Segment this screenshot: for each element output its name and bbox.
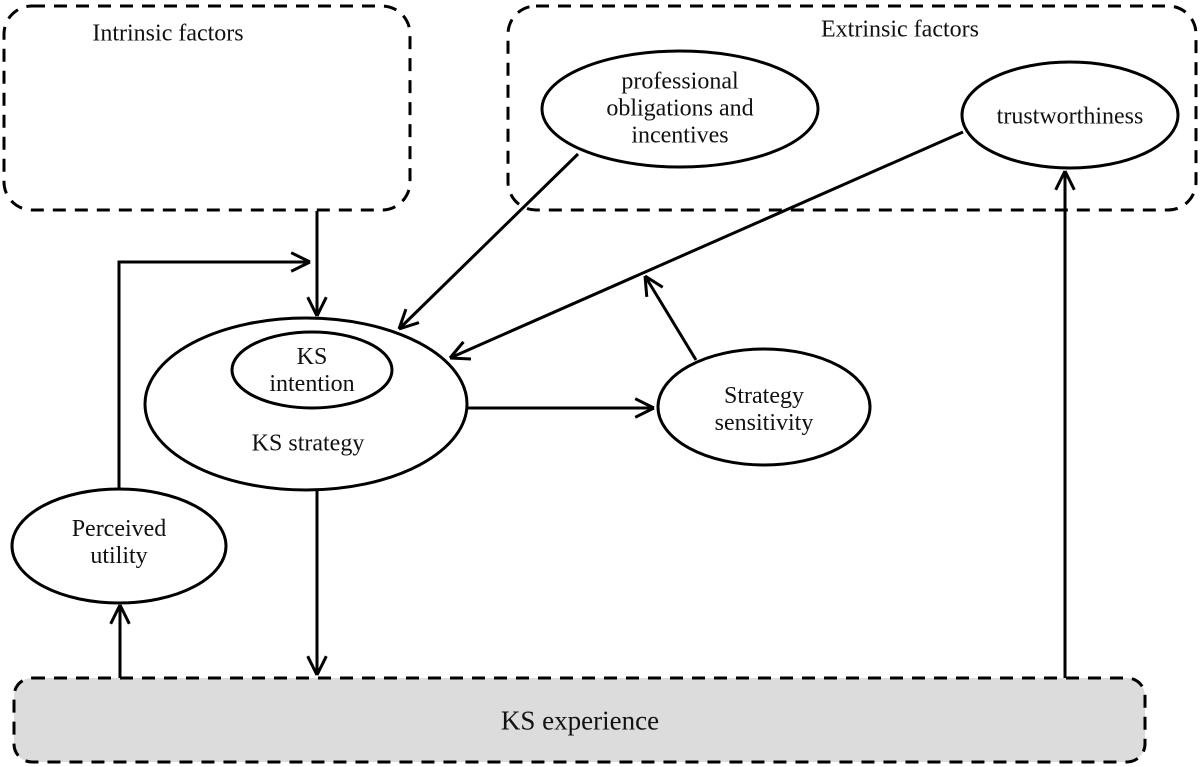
- trustworthiness-node: [960, 60, 1180, 170]
- ks-intention-label: KS intention: [269, 344, 355, 397]
- edge-ks-experience-to-trustworthiness-arrowhead: [1063, 170, 1076, 191]
- ks-intention-node: [230, 330, 394, 410]
- edge-intrinsic-factors-to-ks-strategy-arrowhead: [315, 296, 328, 317]
- intrinsic-factors-group-box: [2, 4, 412, 212]
- edge-ks-experience-to-perceived-utility-arrowhead: [109, 604, 122, 625]
- perceived-utility-label: Perceived utility: [71, 516, 167, 569]
- edge-professional-obligations-to-ks-strategy-arrowhead: [397, 308, 408, 330]
- intrinsic-factors-label: Intrinsic factors: [92, 20, 244, 47]
- edge-trustworthiness-to-ks-strategy-arrowhead: [448, 340, 465, 359]
- edge-professional-obligations-to-ks-strategy-arrowhead: [398, 321, 420, 331]
- edge-perceived-utility-to-ks-strategy-arrowhead: [290, 251, 311, 264]
- extrinsic-factors-label: Extrinsic factors: [821, 16, 979, 43]
- edge-trustworthiness-to-ks-strategy: [449, 130, 964, 360]
- edge-perceived-utility-to-ks-strategy: [117, 260, 310, 489]
- edge-ks-experience-to-perceived-utility-arrowhead: [118, 604, 131, 625]
- trustworthiness-label: trustworthiness: [996, 103, 1144, 130]
- edge-ks-strategy-to-strategy-sensitivity-arrowhead: [634, 406, 655, 419]
- edge-strategy-sensitivity-to-trustworthiness-to-ks-strategy-edge-arrowhead: [643, 275, 649, 298]
- ks-strategy-label: KS strategy: [251, 430, 365, 457]
- edge-ks-strategy-to-strategy-sensitivity-arrowhead: [634, 397, 655, 410]
- edge-professional-obligations-to-ks-strategy: [397, 152, 580, 331]
- strategy-sensitivity-label: Strategy sensitivity: [714, 383, 814, 436]
- edge-ks-experience-to-trustworthiness-arrowhead: [1054, 170, 1067, 191]
- edge-ks-strategy-to-ks-experience-arrowhead: [315, 655, 328, 676]
- ks-experience-label: KS experience: [500, 705, 660, 736]
- ks-experience-box: [12, 676, 1147, 764]
- edge-perceived-utility-to-ks-strategy-arrowhead: [290, 260, 311, 273]
- edge-ks-strategy-to-ks-experience-arrowhead: [306, 655, 319, 676]
- edge-strategy-sensitivity-to-trustworthiness-to-ks-strategy-edge: [643, 275, 698, 361]
- edge-intrinsic-factors-to-ks-strategy-arrowhead: [306, 296, 319, 317]
- professional-obligations-node: [540, 49, 820, 169]
- edge-strategy-sensitivity-to-trustworthiness-to-ks-strategy-edge-arrowhead: [644, 274, 664, 289]
- professional-obligations-label: professional obligations and incentives: [606, 68, 754, 149]
- strategy-sensitivity-node: [656, 347, 872, 467]
- extrinsic-factors-group-box: [506, 4, 1198, 212]
- edge-trustworthiness-to-ks-strategy-arrowhead: [449, 356, 472, 361]
- arrows-layer: [109, 130, 1076, 678]
